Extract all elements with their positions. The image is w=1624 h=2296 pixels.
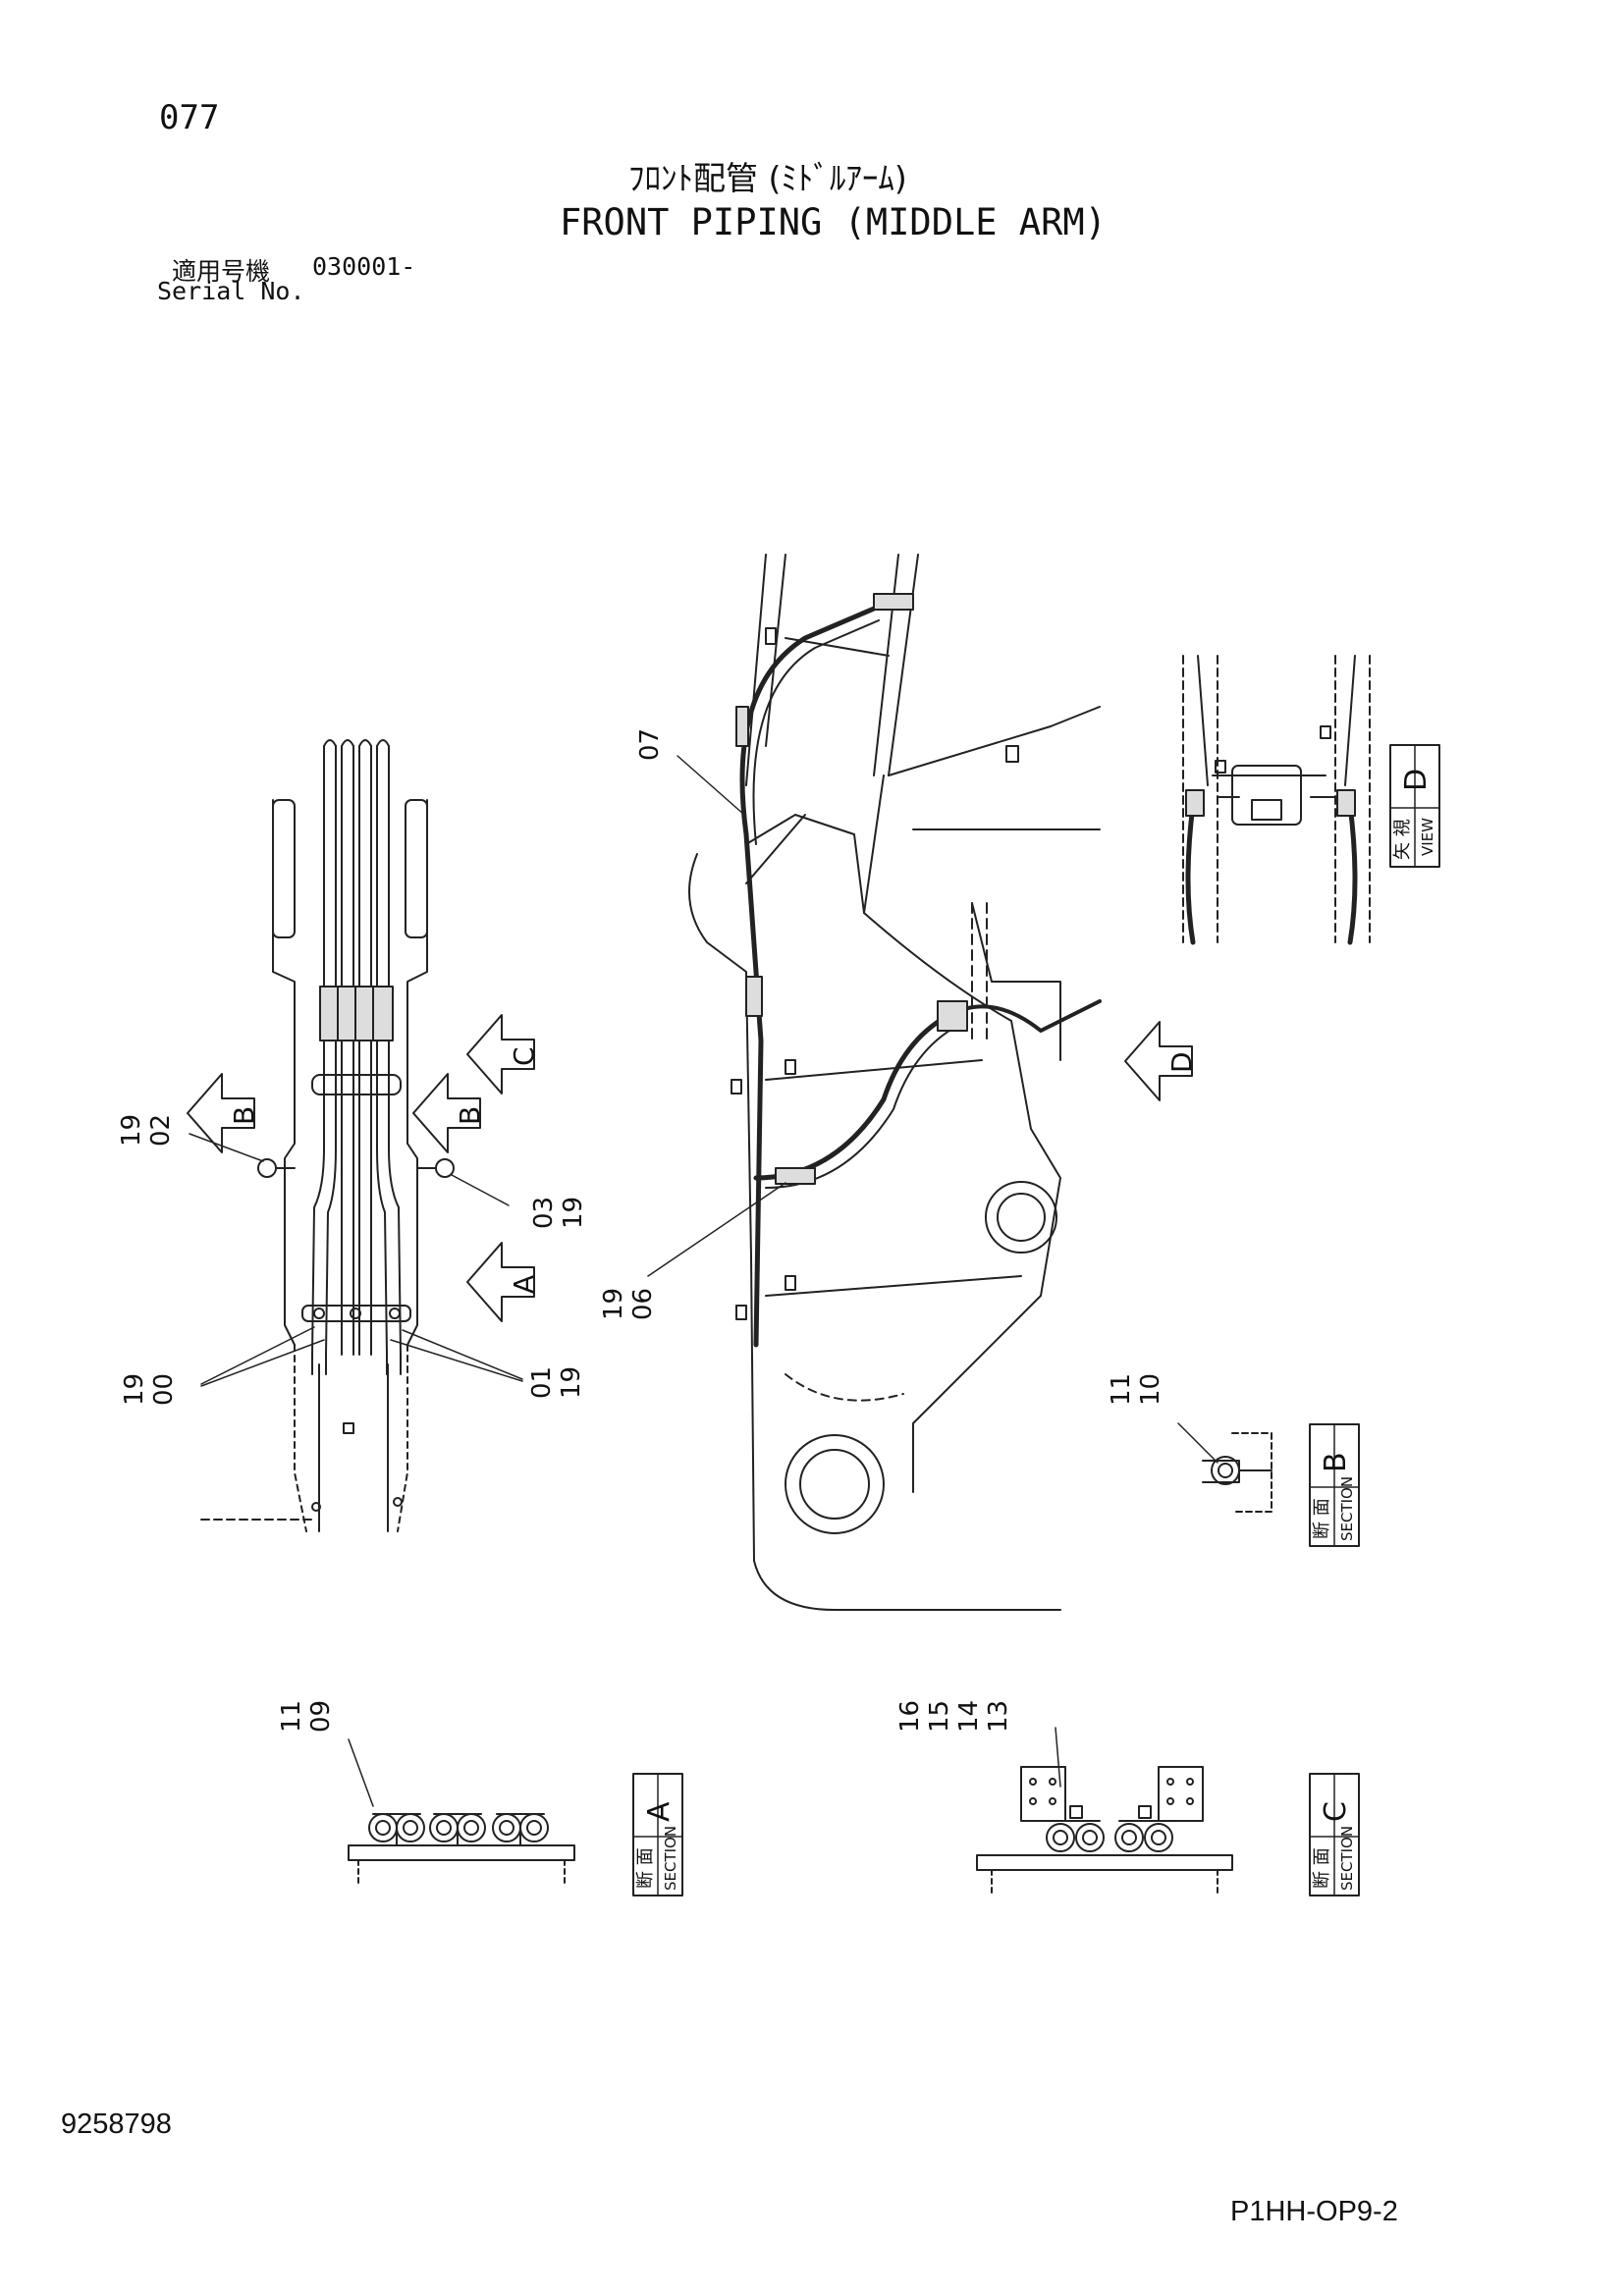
callout-11-10-b: 10 — [1136, 1373, 1165, 1406]
view-d-letter: D — [1399, 769, 1434, 791]
callout-15: 15 — [925, 1700, 954, 1733]
callout-01-19-b: 19 — [557, 1366, 586, 1399]
view-d-en: VIEW — [1419, 818, 1436, 856]
callout-19-02-a: 19 — [117, 1114, 146, 1147]
callout-11-09-b: 09 — [306, 1700, 336, 1733]
view-arrow-b-right — [412, 1073, 481, 1153]
callout-19-00-b: 00 — [149, 1373, 179, 1406]
section-c-jp: 断 面 — [1312, 1847, 1332, 1889]
callout-03-19-a: 03 — [529, 1197, 559, 1229]
view-arrow-a-letter: A — [508, 1275, 540, 1294]
leader-lines — [189, 755, 1218, 1807]
callout-11-09-a: 11 — [277, 1700, 306, 1733]
view-d-detail — [1182, 655, 1371, 945]
view-arrow-b-right-letter: B — [454, 1106, 486, 1125]
section-a-en: SECTION — [662, 1826, 679, 1891]
section-c-en: SECTION — [1338, 1826, 1356, 1891]
section-b-letter: B — [1319, 1452, 1353, 1472]
callout-16: 16 — [895, 1700, 925, 1733]
view-arrow-b-left — [187, 1073, 255, 1153]
callout-14: 14 — [954, 1700, 984, 1733]
serial-label-english: Serial No. — [157, 277, 305, 305]
callout-13: 13 — [984, 1700, 1013, 1733]
section-b-detail — [1202, 1432, 1272, 1513]
callout-19-02-b: 02 — [146, 1114, 176, 1147]
callout-19-06-b: 06 — [628, 1288, 658, 1320]
document-number: 9258798 — [61, 2109, 172, 2140]
callout-01-19-a: 01 — [527, 1366, 557, 1399]
view-arrow-a — [466, 1242, 535, 1322]
callout-19-06-a: 19 — [599, 1288, 628, 1320]
section-c-letter: C — [1319, 1801, 1353, 1822]
section-a-letter: A — [642, 1801, 677, 1822]
callout-07: 07 — [635, 728, 665, 761]
title-english: FRONT PIPING (MIDDLE ARM) — [560, 201, 1107, 243]
section-b-en: SECTION — [1338, 1476, 1356, 1541]
callout-03-19-b: 19 — [559, 1197, 588, 1229]
section-a-detail — [348, 1813, 575, 1886]
view-arrow-c-letter: C — [508, 1046, 540, 1066]
view-arrow-d-letter: D — [1165, 1051, 1198, 1073]
view-arrow-b-left-letter: B — [228, 1106, 260, 1125]
callout-11-10-a: 11 — [1107, 1373, 1136, 1406]
view-d-jp: 矢 視 — [1392, 819, 1413, 860]
serial-value: 030001- — [312, 252, 416, 281]
section-b-jp: 断 面 — [1312, 1498, 1332, 1539]
callout-19-00-a: 19 — [120, 1373, 149, 1406]
section-a-jp: 断 面 — [635, 1847, 656, 1889]
page-number: 077 — [159, 98, 220, 137]
view-arrow-c — [466, 1014, 535, 1095]
figure-code: P1HH-OP9-2 — [1230, 2196, 1398, 2227]
view-arrow-d — [1124, 1021, 1193, 1101]
title-japanese: ﾌﾛﾝﾄ配管 (ﾐﾄﾞﾙｱｰﾑ) — [628, 159, 907, 197]
arm-top-view — [200, 739, 455, 1532]
serial-label-japanese: 適用号機 — [172, 257, 271, 286]
arm-side-view — [688, 554, 1102, 1611]
section-c-detail — [976, 1766, 1233, 1896]
